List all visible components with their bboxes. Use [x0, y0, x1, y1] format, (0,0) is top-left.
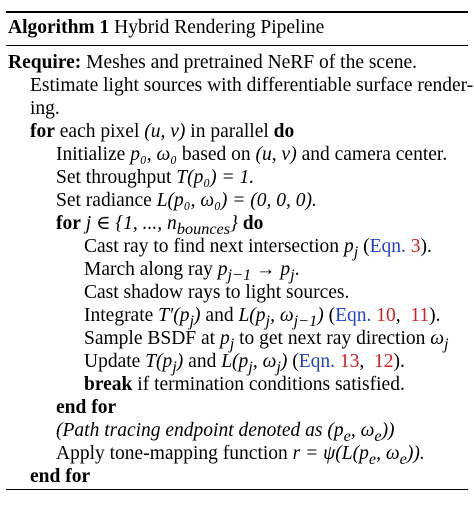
for-math: (u, v): [144, 121, 186, 142]
integrate-math-b: L(pj, ωj−1): [238, 305, 324, 330]
estimate-line-1: Estimate light sources with differentiab…: [30, 75, 474, 96]
inner-do-keyword: do: [242, 213, 264, 234]
cast-ref: (Eqn. 3).: [363, 236, 432, 257]
march-text: March along ray: [84, 259, 213, 280]
update-and: and: [188, 351, 217, 372]
init-text-b: based on: [181, 144, 251, 165]
break-text: if termination conditions satisfied.: [137, 374, 405, 395]
update-math-b: L(pj, ωj): [221, 351, 288, 376]
integrate-text: Integrate: [84, 305, 154, 326]
inner-for-math: j ∈ {1, ..., nbounces}: [85, 213, 238, 238]
march-math: pj−1 → pj: [217, 259, 295, 284]
for-keyword: for: [30, 121, 55, 142]
break-keyword: break: [84, 374, 133, 395]
throughput-text: Set throughput: [56, 167, 172, 188]
bsdf-math-b: ωj: [430, 328, 449, 353]
comment-math: (pe, ωe)): [327, 420, 395, 445]
throughput-math: T(p₀) = 1.: [176, 167, 255, 188]
algorithm-name: Hybrid Rendering Pipeline: [114, 17, 325, 38]
eqn-number-link[interactable]: 13: [339, 351, 360, 372]
for-text-a: each pixel: [59, 121, 140, 142]
initialize-line: Initialize p₀, ω₀ based on (u, v) and ca…: [56, 143, 447, 166]
bsdf-line: Sample BSDF at pj to get next ray direct…: [84, 327, 449, 356]
require-line: Require: Meshes and pretrained NeRF of t…: [8, 51, 417, 74]
update-math-a: T(pj): [145, 351, 184, 376]
update-line: Update T(pj) and L(pj, ωj) (Eqn. 13, 12)…: [84, 350, 405, 379]
cast-text: Cast ray to find next intersection: [84, 236, 340, 257]
algorithm-label: Algorithm 1: [8, 17, 110, 38]
init-text-c: and camera center.: [301, 144, 448, 165]
cast-math: pj: [343, 236, 359, 261]
eqn-number-link[interactable]: 11: [410, 305, 430, 326]
throughput-line: Set throughput T(p₀) = 1.: [56, 166, 254, 189]
inner-for-line: for j ∈ {1, ..., nbounces} do: [56, 212, 263, 241]
comment-line: (Path tracing endpoint denoted as (pe, ω…: [56, 419, 395, 448]
do-keyword: do: [273, 121, 295, 142]
bsdf-text-b: to get next ray direction: [239, 328, 426, 349]
top-rule: [6, 11, 468, 13]
bounces-subscript: bounces: [176, 219, 231, 238]
radiance-line: Set radiance L(p₀, ω₀) = (0, 0, 0).: [56, 189, 317, 212]
march-line: March along ray pj−1 → pj.: [84, 259, 300, 284]
update-ref: (Eqn. 13, 12).: [292, 351, 405, 372]
outer-for-line: for each pixel (u, v) in parallel do: [30, 120, 294, 143]
init-math-b: (u, v): [255, 144, 297, 165]
eqn-link[interactable]: Eqn.: [335, 305, 372, 326]
tone-mapping-line: Apply tone-mapping function r = ψ(L(pe, …: [56, 442, 425, 471]
integrate-math-a: T′(pj): [158, 305, 201, 330]
tone-text: Apply tone-mapping function: [56, 443, 288, 464]
bsdf-text: Sample BSDF at: [84, 328, 216, 349]
inner-for-keyword: for: [56, 213, 81, 234]
tone-math: r = ψ(L(pe, ωe)).: [292, 443, 425, 468]
break-line: break if termination conditions satisfie…: [84, 373, 405, 396]
eqn-link[interactable]: Eqn.: [298, 351, 336, 372]
integrate-and: and: [205, 305, 234, 326]
cast-ray-line: Cast ray to find next intersection pj (E…: [84, 235, 432, 264]
shadow-line: Cast shadow rays to light sources.: [84, 282, 350, 303]
eqn-number-link[interactable]: 3: [410, 236, 421, 257]
inner-end-for: end for: [56, 397, 117, 418]
update-text: Update: [84, 351, 141, 372]
estimate-line-2: ing.: [30, 98, 60, 119]
algorithm-title: Algorithm 1 Hybrid Rendering Pipeline: [8, 16, 324, 39]
header-rule: [6, 45, 468, 46]
comment-text: (Path tracing endpoint denoted as: [56, 420, 323, 441]
outer-end-for: end for: [30, 466, 91, 487]
init-text: Initialize: [56, 144, 126, 165]
eqn-link[interactable]: Eqn.: [369, 236, 406, 257]
radiance-text: Set radiance: [56, 190, 152, 211]
require-keyword: Require:: [8, 52, 82, 73]
integrate-ref: (Eqn. 10, 11).: [328, 305, 441, 326]
bottom-rule: [6, 489, 468, 490]
require-text: Meshes and pretrained NeRF of the scene.: [86, 52, 418, 73]
bsdf-math: pj: [219, 328, 235, 353]
integrate-line: Integrate T′(pj) and L(pj, ωj−1) (Eqn. 1…: [84, 304, 441, 333]
eqn-number-link[interactable]: 10: [376, 305, 396, 326]
for-text-b: in parallel: [190, 121, 269, 142]
radiance-math: L(p₀, ω₀) = (0, 0, 0).: [156, 190, 317, 211]
init-math: p₀, ω₀: [130, 144, 178, 165]
eqn-number-link[interactable]: 12: [374, 351, 394, 372]
